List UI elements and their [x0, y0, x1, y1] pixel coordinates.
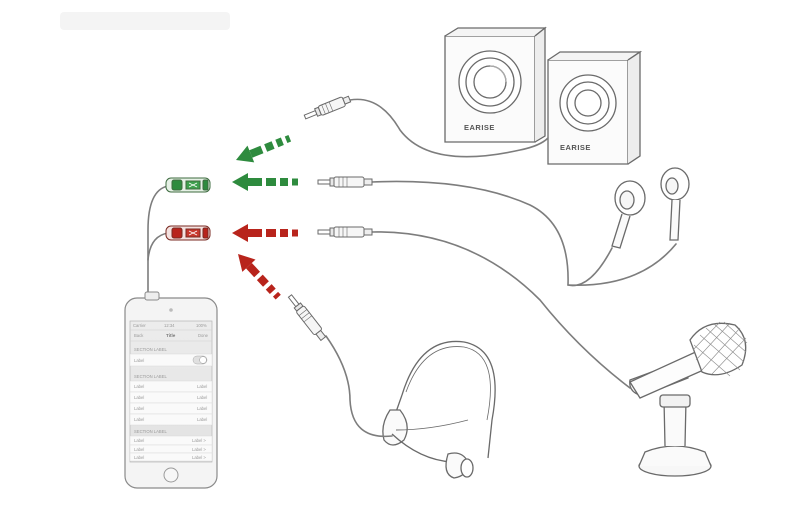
- nav-title: Title: [166, 333, 176, 338]
- status-time: 12:34: [164, 323, 175, 328]
- table-row[interactable]: Label Label >: [129, 444, 213, 454]
- jack-plug-speaker: [303, 95, 352, 120]
- nav-done-button[interactable]: Done: [198, 333, 209, 338]
- status-battery: 100%: [196, 323, 207, 328]
- table-row[interactable]: Label Label >: [129, 452, 213, 462]
- table-row[interactable]: Label Label: [129, 380, 213, 393]
- phone-screen: Carrier 12:34 100% Back Title Done SECTI…: [129, 323, 213, 462]
- speaker-pair-icon: [444, 26, 643, 165]
- mic-jack-splitter-icon: [165, 225, 211, 241]
- row-value: Label >: [192, 455, 206, 460]
- row-value: Label: [197, 395, 207, 400]
- table-row[interactable]: Label Label: [129, 391, 213, 404]
- section-header: SECTION LABEL: [134, 429, 167, 434]
- arrow-red-microphone: [232, 224, 298, 242]
- row-label: Label: [134, 384, 144, 389]
- speaker-brand-left: EARISE: [464, 123, 495, 132]
- speaker-brand-right: EARISE: [560, 143, 591, 152]
- earphones-icon: [611, 167, 690, 249]
- stand-microphone-icon: [629, 321, 748, 477]
- row-label: Label: [134, 406, 144, 411]
- row-value: Label: [197, 384, 207, 389]
- arrow-green-speaker: [236, 135, 292, 163]
- headphone-jack-splitter-icon: [165, 177, 211, 193]
- jack-plug-microphone: [317, 226, 373, 238]
- table-row[interactable]: Label Label >: [129, 435, 213, 446]
- nav-back-button[interactable]: Back: [134, 333, 144, 338]
- arrow-red-headset: [238, 254, 281, 300]
- watermark: [60, 12, 230, 30]
- arrow-green-earphone: [232, 173, 298, 191]
- headset-microphone-icon: [382, 340, 496, 479]
- jack-plug-headset: [287, 294, 327, 342]
- status-carrier: Carrier: [133, 323, 146, 328]
- jack-plug-earphone: [317, 176, 373, 188]
- row-label: Label: [134, 455, 144, 460]
- row-label: Label: [134, 447, 144, 452]
- row-label: Label: [134, 417, 144, 422]
- table-row[interactable]: Label Label: [129, 413, 213, 426]
- row-value: Label >: [192, 447, 206, 452]
- row-label: Label: [134, 358, 144, 363]
- toggle-switch[interactable]: [192, 355, 208, 365]
- row-label: Label: [134, 438, 144, 443]
- row-label: Label: [134, 395, 144, 400]
- section-header: SECTION LABEL: [134, 347, 167, 352]
- row-value: Label >: [192, 438, 206, 443]
- row-value: Label: [197, 406, 207, 411]
- cables: [147, 98, 677, 438]
- section-header: SECTION LABEL: [134, 374, 167, 379]
- row-value: Label: [197, 417, 207, 422]
- table-row[interactable]: Label Label: [129, 402, 213, 415]
